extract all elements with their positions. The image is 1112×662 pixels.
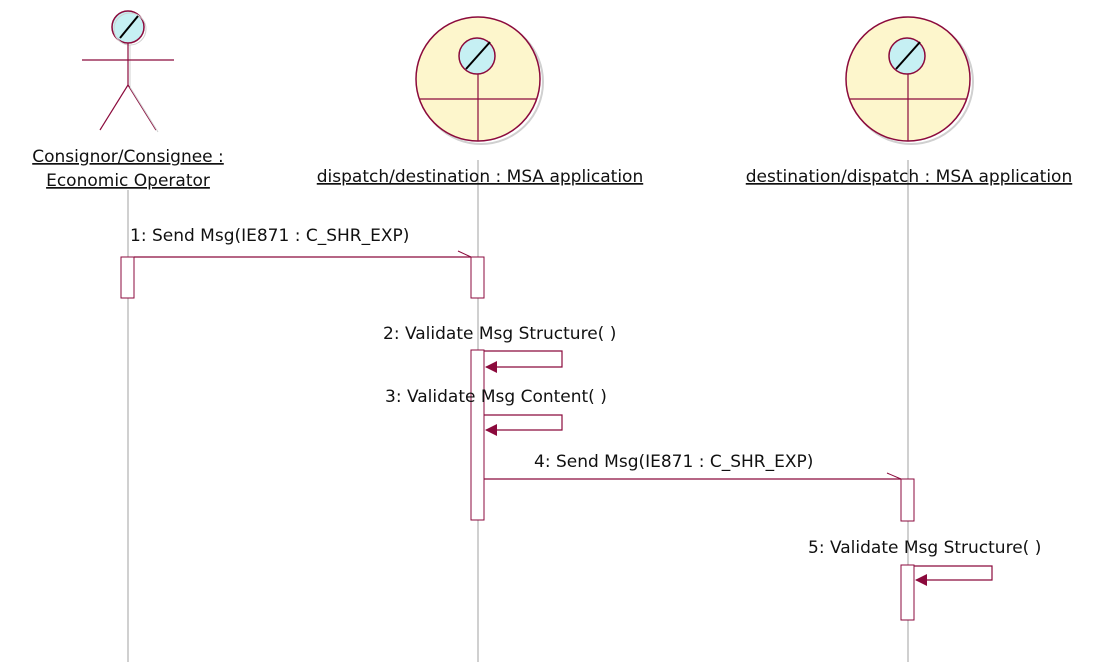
participant-label-dispatch-msa: dispatch/destination : MSA application — [317, 167, 643, 187]
activation-bar — [120, 256, 135, 299]
participant-label-actor-line2: Economic Operator — [46, 171, 210, 191]
message-arrow-head — [457, 250, 472, 258]
self-message-arrow — [484, 350, 563, 373]
participant-label-actor-line1: Consignor/Consignee : — [32, 147, 224, 167]
activation-bar — [900, 478, 915, 522]
message-label: 1: Send Msg(IE871 : C_SHR_EXP) — [130, 226, 409, 246]
message-arrow-head — [886, 472, 902, 480]
control-icon — [415, 16, 544, 145]
self-message-arrow — [914, 565, 993, 586]
message-label: 5: Validate Msg Structure( ) — [808, 538, 1041, 558]
activation-bar — [470, 256, 485, 299]
activation-bar — [470, 349, 485, 521]
participant-label-destination-msa: destination/dispatch : MSA application — [746, 167, 1072, 187]
control-icon — [845, 16, 974, 145]
message-label: 2: Validate Msg Structure( ) — [383, 324, 616, 344]
message-label: 3: Validate Msg Content( ) — [385, 387, 607, 407]
activation-bar — [900, 564, 915, 621]
self-message-arrow — [484, 414, 563, 436]
message-label: 4: Send Msg(IE871 : C_SHR_EXP) — [534, 452, 813, 472]
actor-icon — [82, 10, 174, 133]
